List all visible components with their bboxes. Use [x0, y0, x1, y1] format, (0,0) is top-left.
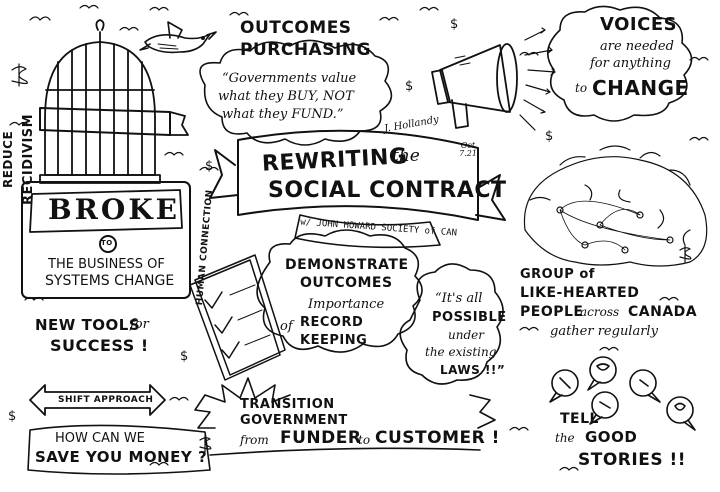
outcomes-title-line2: PURCHASING [240, 40, 371, 60]
newtools-for: for [130, 317, 149, 332]
dollar-icon [11, 63, 692, 453]
possible-cloud [399, 263, 504, 385]
tell-stories: STORIES !! [578, 450, 686, 470]
title-banner [209, 129, 506, 249]
checklist-icon [189, 254, 286, 381]
speech-bubble-icon [549, 356, 696, 431]
main-title-the: the [392, 146, 420, 166]
demonstrate-line6: KEEPING [300, 333, 368, 348]
map-icon [523, 145, 708, 267]
shift-arrow [29, 384, 166, 416]
money-frame [27, 424, 211, 475]
transition-from: from [240, 433, 269, 447]
shift-line1: HOW CAN WE [55, 431, 145, 446]
possible-line3: under [448, 328, 484, 342]
dollar-sign: $ [180, 349, 189, 364]
demonstrate-line5: RECORD [300, 315, 364, 330]
transition-line1: TRANSITION [240, 397, 335, 412]
dollar-sign: $ [205, 159, 214, 174]
broke-title: BROKE [48, 193, 181, 226]
dollar-sign: $ [405, 79, 414, 94]
demonstrate-cloud [256, 229, 423, 353]
dollar-sign: $ [545, 129, 554, 144]
newtools-line2: SUCCESS ! [50, 336, 149, 355]
group-line3b: across [580, 305, 620, 319]
demonstrate-line3: Importance [308, 297, 385, 312]
demonstrate-line2: OUTCOMES [300, 275, 393, 291]
voices-cloud [547, 5, 693, 122]
broke-to: TO [101, 239, 113, 247]
sound-arrows [519, 27, 556, 131]
group-line4: gather regularly [550, 324, 658, 339]
reduce-label: REDUCE [1, 130, 15, 188]
outcomes-title-line1: OUTCOMES [240, 18, 352, 38]
outcomes-quote-line3: what they FUND.” [222, 107, 344, 122]
group-line1: GROUP of [520, 267, 595, 282]
possible-line1: “It's all [435, 291, 483, 306]
bird-icon [139, 21, 217, 54]
voices-line3: for anything [590, 56, 671, 71]
tell-line1: TELL [560, 411, 599, 427]
demonstrate-line1: DEMONSTRATE [285, 257, 409, 273]
tell-good: GOOD [585, 428, 638, 446]
transition-customer: CUSTOMER ! [375, 428, 500, 448]
broke-line1: THE BUSINESS OF [48, 257, 165, 272]
possible-line5: LAWS !!” [440, 363, 506, 377]
newtools-line1: NEW TOOLS [35, 316, 141, 334]
outcomes-quote-line2: what they BUY, NOT [218, 89, 354, 104]
dollar-sign: $ [450, 17, 459, 32]
group-line3: PEOPLE [520, 304, 584, 320]
voices-line1: VOICES [600, 14, 678, 35]
group-line3c: CANADA [628, 304, 698, 320]
voices-line2: are needed [600, 39, 674, 54]
broke-line2: SYSTEMS CHANGE [45, 273, 175, 289]
outcomes-quote-line1: “Governments value [222, 71, 357, 86]
megaphone-icon [431, 43, 518, 129]
transition-funder: FUNDER [280, 428, 362, 448]
event-date: Oct 7.21 [459, 141, 477, 158]
thought-cloud [199, 39, 393, 146]
voices-line5: CHANGE [592, 76, 689, 100]
shift-line2: SAVE YOU MONEY ? [35, 448, 208, 466]
demonstrate-line4: of [280, 319, 293, 334]
broke-frame [21, 181, 191, 299]
tell-the: the [555, 431, 575, 445]
shift-approach-label: SHIFT APPROACH [58, 395, 154, 405]
transition-line2: GOVERNMENT [240, 413, 348, 428]
possible-line2: POSSIBLE [432, 310, 507, 325]
flying-birds-doodles [9, 4, 709, 471]
transition-to: to [358, 433, 371, 447]
transition-underline [209, 447, 481, 456]
recidivism-label: RECIDIVISM [21, 113, 36, 205]
possible-line4: the existing [425, 345, 497, 359]
group-line2: LIKE-HEARTED [520, 285, 640, 301]
transition-starburst [194, 377, 496, 429]
dollar-sign: $ [8, 409, 17, 424]
main-title-line2: SOCIAL CONTRACT [268, 178, 507, 203]
voices-line4: to [575, 81, 588, 95]
birdcage-icon [39, 19, 189, 184]
